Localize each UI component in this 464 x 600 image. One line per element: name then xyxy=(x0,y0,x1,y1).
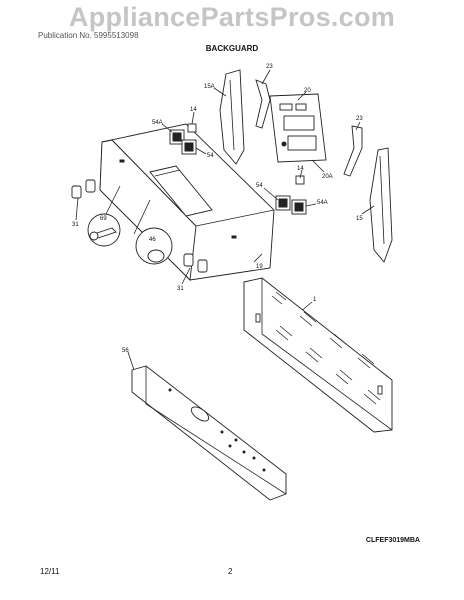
switch-54-upper xyxy=(181,139,197,155)
side-trim-15 xyxy=(369,147,393,263)
model-code: CLFEF3019MBA xyxy=(365,537,420,544)
back-panel-1 xyxy=(243,277,393,433)
callout-46: 46 xyxy=(149,237,156,243)
callout-14-lower: 14 xyxy=(297,166,304,172)
footer-page-number: 2 xyxy=(228,567,233,576)
knobs-31-bottom xyxy=(183,253,208,273)
callout-69: 69 xyxy=(100,216,107,222)
knobs-31-left xyxy=(71,179,96,199)
callout-20: 20 xyxy=(304,88,311,94)
switch-54-lower xyxy=(275,195,291,211)
control-board-20 xyxy=(269,93,327,163)
callout-labels: 15A 23 20 14 54A 54 23 20A 14 54 54A 15 … xyxy=(72,64,363,354)
callout-54a-top: 54A xyxy=(152,120,163,126)
detail-circle-46 xyxy=(135,227,173,265)
publication-header: Publication No. 5995513098 xyxy=(38,31,139,40)
callout-23-top: 23 xyxy=(266,64,273,70)
footer-date: 12/11 xyxy=(40,567,60,576)
callout-54a-lower: 54A xyxy=(317,200,328,206)
callout-14-top: 14 xyxy=(190,107,197,113)
switch-14-upper xyxy=(187,123,197,133)
callout-1: 1 xyxy=(313,297,317,303)
callout-31-bottom: 31 xyxy=(177,286,184,292)
callout-15a: 15A xyxy=(204,84,215,90)
vent-slots-upper xyxy=(271,291,375,369)
bracket-23-left xyxy=(255,79,271,129)
callout-23-right: 23 xyxy=(356,116,363,122)
switch-14-lower xyxy=(295,175,305,185)
callout-54-top: 54 xyxy=(207,153,214,159)
switch-54a-upper xyxy=(169,129,185,145)
switch-54a-lower xyxy=(291,199,307,215)
bracket-23-right xyxy=(343,125,363,177)
page-title: BACKGUARD xyxy=(205,44,259,53)
vent-slots-lower xyxy=(275,325,381,405)
callout-20a: 20A xyxy=(322,174,333,180)
callout-19: 19 xyxy=(256,264,263,270)
callout-54-lower: 54 xyxy=(256,183,263,189)
callout-31-left: 31 xyxy=(72,222,79,228)
back-panel-56 xyxy=(131,365,287,501)
callout-56: 56 xyxy=(122,348,129,354)
leader-lines xyxy=(75,69,375,371)
watermark-text: AppliancePartsPros.com xyxy=(68,2,396,32)
callout-15: 15 xyxy=(356,216,363,222)
side-trim-15a xyxy=(219,69,245,165)
detail-circle-69 xyxy=(87,213,121,247)
